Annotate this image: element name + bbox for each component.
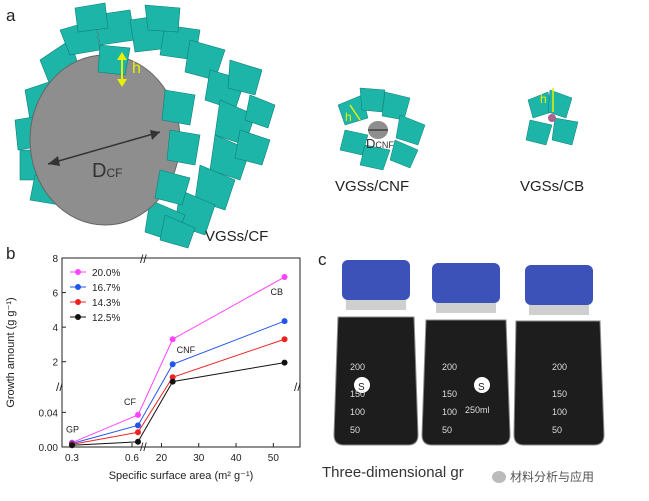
svg-text:150: 150	[442, 389, 457, 399]
bottle-photo: S S 200 150 100 50 200 150 100 50 200 15…	[333, 260, 605, 446]
data-point	[169, 378, 176, 385]
plot-frame	[61, 257, 301, 448]
data-point	[135, 411, 141, 418]
svg-text:100: 100	[442, 407, 457, 417]
svg-text:200: 200	[552, 362, 567, 372]
bottle-left: S	[333, 260, 419, 446]
x-tick-label: 0.6	[125, 453, 139, 464]
legend-marker	[75, 314, 81, 320]
data-point	[169, 361, 176, 368]
point-label: CF	[124, 397, 136, 407]
growth-chart: // // // // 0.00 0.04 2 4 6 8 0.3 0.6 20 30 40 50Specif…	[5, 252, 301, 482]
y-axis-break: //	[56, 380, 63, 394]
panel-a-label: a	[6, 6, 16, 25]
legend-label: 16.7%	[92, 283, 120, 294]
caption-three-dimensional: Three-dimensional gr	[322, 464, 464, 481]
data-point	[135, 422, 141, 429]
panel-b-label: b	[6, 244, 16, 263]
data-point	[169, 336, 176, 343]
data-point	[169, 374, 176, 381]
data-point	[281, 336, 288, 343]
y-axis-label: Growth amount (g g⁻¹)	[5, 297, 17, 407]
svg-text:50: 50	[350, 425, 360, 435]
svg-text:50: 50	[552, 425, 562, 435]
legend-marker	[75, 284, 81, 290]
d-cf-label: DCF	[92, 160, 123, 182]
x-axis-break: //	[140, 440, 147, 454]
legend-label: 14.3%	[92, 298, 120, 309]
svg-text:S: S	[478, 382, 485, 393]
legend-marker	[75, 269, 81, 275]
bottle-middle: S	[421, 263, 511, 446]
h-label-cb: h	[540, 92, 547, 106]
data-point	[135, 438, 141, 445]
point-label: CNF	[177, 345, 196, 355]
panel-c-label: c	[318, 250, 327, 269]
y-tick-label: 8	[52, 254, 58, 265]
x-tick-label: 20	[156, 453, 168, 464]
data-point	[281, 318, 288, 325]
svg-text:S: S	[358, 382, 365, 393]
svg-text:150: 150	[552, 389, 567, 399]
svg-text:100: 100	[350, 407, 365, 417]
legend-marker	[75, 299, 81, 305]
vgs-cnf-model	[337, 87, 426, 171]
y-tick-label: 6	[52, 289, 58, 300]
bottle-scale-marks: 200 150 100 50 200 150 100 50 200 150 10…	[350, 362, 567, 435]
x-tick-label: 30	[193, 453, 205, 464]
y-axis-break-right: //	[294, 380, 301, 394]
x-axis-label: Specific surface area (m² g⁻¹)	[109, 470, 254, 482]
svg-text:200: 200	[350, 362, 365, 372]
caption-vgs-cnf: VGSs/CNF	[335, 178, 410, 195]
y-tick-label: 2	[52, 358, 58, 369]
point-label: GP	[66, 425, 79, 435]
vgs-cb-model	[525, 88, 579, 146]
bottle-right	[513, 265, 605, 446]
svg-text:200: 200	[442, 362, 457, 372]
data-point	[135, 429, 141, 436]
svg-text:100: 100	[552, 407, 567, 417]
series-line-2	[71, 338, 285, 445]
svg-text:150: 150	[350, 389, 365, 399]
x-tick-label: 0.3	[65, 453, 79, 464]
svg-text:50: 50	[442, 425, 452, 435]
y-tick-label: 4	[52, 323, 58, 334]
y-tick-label: 0.00	[39, 443, 59, 454]
h-label-cnf: h	[345, 110, 352, 124]
legend-label: 20.0%	[92, 268, 120, 279]
x-axis-break-top: //	[140, 252, 147, 266]
h-label-cf: h	[132, 60, 141, 77]
caption-vgs-cf: VGSs/CF	[205, 228, 269, 245]
d-cnf-label: DCNF	[366, 136, 394, 151]
vgs-cf-model	[14, 2, 276, 249]
point-label: CB	[271, 287, 284, 297]
svg-text:250ml: 250ml	[465, 405, 490, 415]
series-line-0	[71, 276, 285, 444]
caption-vgs-cb: VGSs/CB	[520, 178, 585, 195]
data-point	[281, 274, 288, 281]
x-tick-label: 40	[230, 453, 242, 464]
series-line-1	[71, 320, 285, 445]
watermark: 材料分析与应用	[492, 468, 594, 485]
carbon-fiber-end	[29, 54, 181, 226]
wechat-icon	[492, 470, 506, 483]
series-line-3	[71, 362, 285, 446]
legend-label: 12.5%	[92, 313, 120, 324]
y-tick-label: 0.04	[39, 408, 59, 419]
data-point	[69, 442, 75, 449]
x-tick-label: 50	[268, 453, 280, 464]
data-point	[281, 359, 288, 366]
panel-a-illustration	[14, 2, 579, 249]
